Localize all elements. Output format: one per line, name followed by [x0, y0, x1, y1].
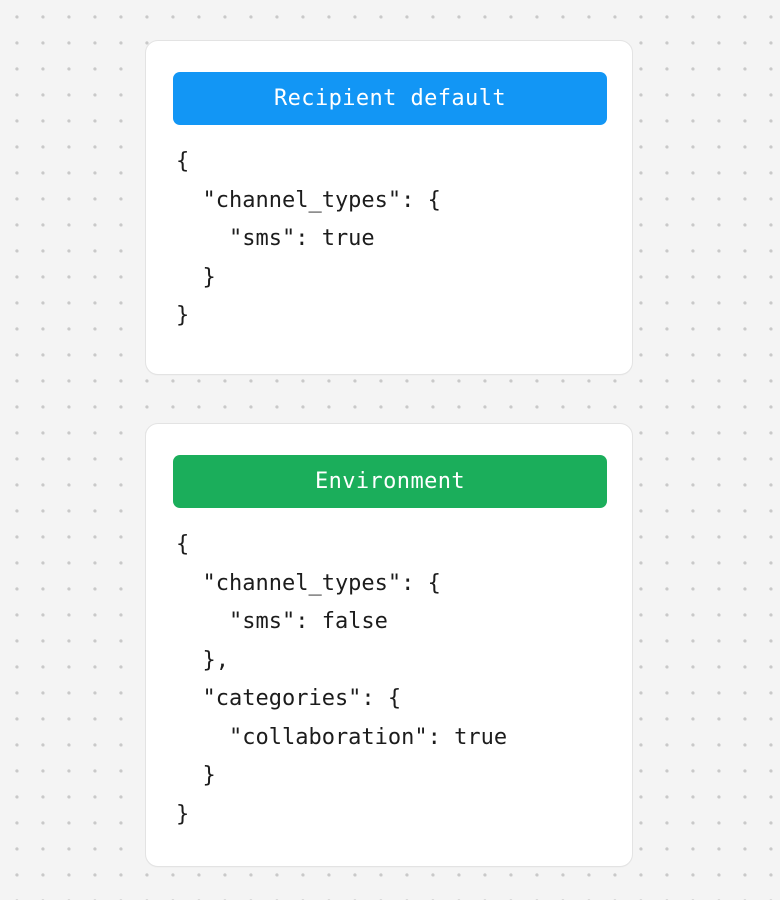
json-line: }: [176, 264, 216, 290]
json-line: "sms": true: [176, 226, 375, 251]
json-line: "sms": false: [176, 609, 388, 634]
json-code-environment: { "channel_types": { "sms": false }, "ca…: [176, 526, 614, 834]
card-header-environment: Environment: [173, 455, 607, 508]
json-line: {: [176, 149, 190, 174]
card-environment[interactable]: Environment { "channel_types": { "sms": …: [145, 423, 633, 867]
card-recipient-default[interactable]: Recipient default { "channel_types": { "…: [145, 40, 633, 375]
json-line: "channel_types": {: [176, 187, 441, 213]
card-body-environment: { "channel_types": { "sms": false }, "ca…: [176, 526, 614, 834]
json-code-recipient-default: { "channel_types": { "sms": true }}: [176, 143, 614, 336]
card-body-recipient-default: { "channel_types": { "sms": true }}: [176, 143, 614, 336]
json-line: }: [176, 763, 216, 788]
json-line: }: [176, 303, 190, 328]
json-line: "categories": {: [176, 686, 402, 711]
json-line: {: [176, 532, 190, 557]
json-line: "collaboration": true: [176, 724, 508, 750]
json-line: "channel_types": {: [176, 570, 441, 596]
json-line: },: [176, 647, 229, 673]
card-title-recipient-default: Recipient default: [274, 85, 506, 111]
json-line: }: [176, 801, 190, 827]
card-title-environment: Environment: [314, 468, 466, 494]
card-header-recipient-default: Recipient default: [173, 72, 607, 125]
